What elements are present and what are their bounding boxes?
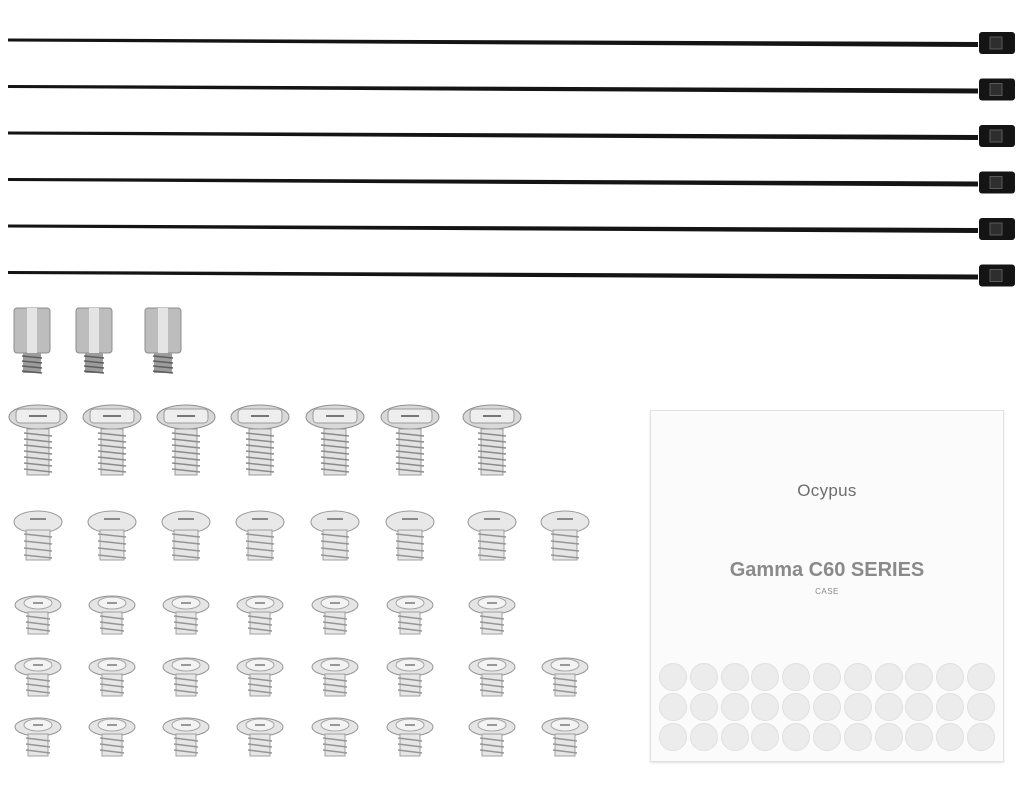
screw bbox=[236, 595, 284, 635]
screw bbox=[386, 717, 434, 757]
screw bbox=[161, 510, 211, 561]
screw bbox=[236, 717, 284, 757]
silicone-pad bbox=[782, 723, 811, 751]
silicone-pad bbox=[966, 723, 995, 751]
silicone-pad bbox=[966, 663, 995, 691]
silicone-pad bbox=[720, 723, 749, 751]
cable-tie bbox=[8, 125, 1015, 147]
silicone-pad bbox=[843, 723, 872, 751]
silicone-pad bbox=[812, 663, 841, 691]
standoff bbox=[144, 307, 182, 374]
cable-tie bbox=[8, 218, 1015, 240]
screw bbox=[87, 510, 137, 561]
silicone-pad bbox=[659, 693, 687, 721]
silicone-pad bbox=[689, 693, 718, 721]
screw bbox=[14, 595, 62, 635]
screw bbox=[156, 404, 216, 476]
screw bbox=[311, 595, 359, 635]
screw bbox=[14, 717, 62, 757]
silicone-pad bbox=[782, 693, 811, 721]
silicone-pad bbox=[843, 663, 872, 691]
screw bbox=[162, 717, 210, 757]
screw bbox=[468, 657, 516, 697]
cable-tie bbox=[8, 264, 1015, 287]
screw bbox=[311, 717, 359, 757]
silicone-pad bbox=[720, 663, 749, 691]
silicone-pad bbox=[936, 723, 965, 751]
screw bbox=[311, 657, 359, 697]
screw bbox=[88, 717, 136, 757]
cable-tie bbox=[8, 32, 1015, 54]
instruction-manual: Ocypus Gamma C60 SERIES CASE bbox=[650, 410, 1004, 762]
screw bbox=[88, 595, 136, 635]
screw bbox=[541, 657, 589, 697]
standoff bbox=[13, 307, 51, 374]
screw bbox=[235, 510, 285, 561]
screw bbox=[310, 510, 360, 561]
screw bbox=[162, 595, 210, 635]
screw bbox=[468, 717, 516, 757]
silicone-pad bbox=[905, 723, 934, 751]
standoffs-group bbox=[13, 307, 182, 374]
silicone-pad bbox=[936, 663, 965, 691]
silicone-pad bbox=[936, 693, 965, 721]
screw bbox=[230, 404, 290, 476]
silicone-pad bbox=[751, 663, 780, 691]
silicone-pad bbox=[874, 723, 903, 751]
screw bbox=[467, 510, 517, 561]
silicone-pad bbox=[905, 693, 934, 721]
screw bbox=[380, 404, 440, 476]
screw bbox=[386, 657, 434, 697]
manual-brand: Ocypus bbox=[797, 481, 857, 500]
silicone-pad bbox=[659, 723, 687, 751]
silicone-pad bbox=[751, 693, 780, 721]
screw bbox=[540, 510, 590, 561]
manual-title: Gamma C60 SERIES bbox=[729, 559, 925, 581]
silicone-pad bbox=[720, 693, 749, 721]
screw bbox=[8, 404, 68, 476]
silicone-pad bbox=[843, 693, 872, 721]
cable-tie bbox=[8, 171, 1015, 194]
screw bbox=[13, 510, 63, 561]
silicone-pad-sheet bbox=[659, 663, 995, 755]
silicone-pad bbox=[782, 663, 811, 691]
screw bbox=[385, 510, 435, 561]
standoff bbox=[75, 307, 113, 374]
cable-tie bbox=[8, 78, 1015, 101]
silicone-pad bbox=[659, 663, 687, 691]
screw bbox=[236, 657, 284, 697]
silicone-pad bbox=[874, 693, 903, 721]
screw bbox=[386, 595, 434, 635]
silicone-pad bbox=[812, 723, 841, 751]
silicone-pad bbox=[751, 723, 780, 751]
screw bbox=[162, 657, 210, 697]
silicone-pad bbox=[905, 663, 934, 691]
screw bbox=[88, 657, 136, 697]
screw bbox=[82, 404, 142, 476]
silicone-pad bbox=[812, 693, 841, 721]
screw bbox=[541, 717, 589, 757]
screw bbox=[14, 657, 62, 697]
screw bbox=[462, 404, 522, 476]
silicone-pad bbox=[689, 663, 718, 691]
silicone-pad bbox=[874, 663, 903, 691]
manual-subtitle: CASE bbox=[815, 587, 839, 596]
silicone-pad bbox=[966, 693, 995, 721]
silicone-pad bbox=[689, 723, 718, 751]
cable-ties-group bbox=[8, 32, 1015, 287]
screw bbox=[468, 595, 516, 635]
screws-group bbox=[8, 404, 590, 757]
screw bbox=[305, 404, 365, 476]
